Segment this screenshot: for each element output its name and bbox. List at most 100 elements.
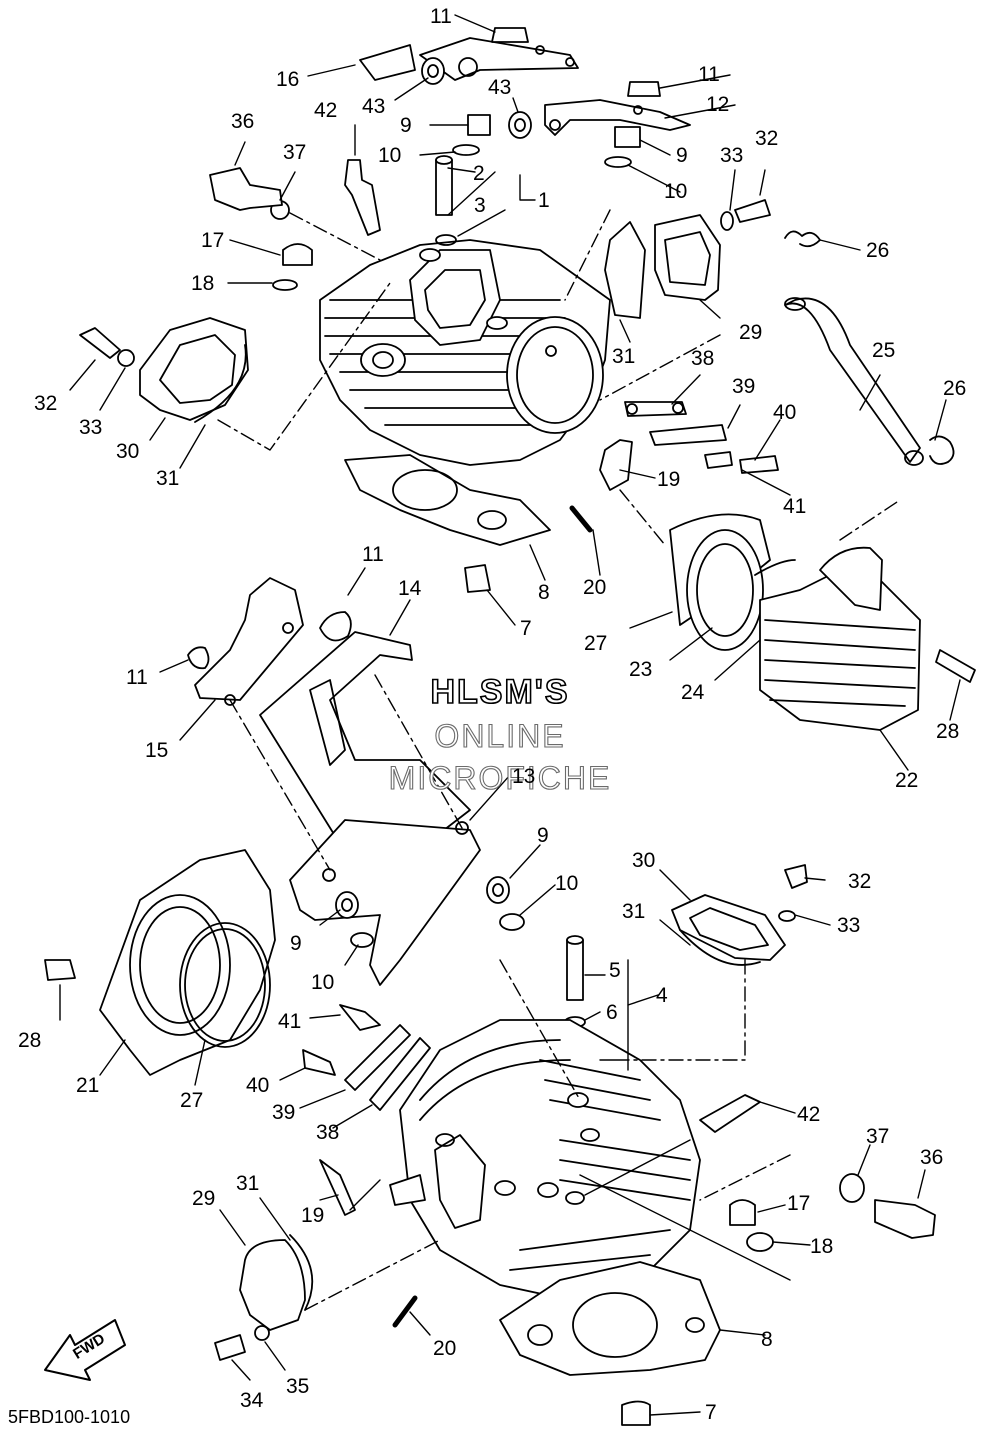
watermark-line-1: HLSM'S: [430, 673, 570, 711]
lower-right-cover: [671, 864, 808, 966]
leader-lines: [59, 14, 961, 1416]
callout-number: 39: [732, 375, 756, 398]
callout-number: 43: [362, 95, 386, 118]
callout-number: 36: [231, 110, 255, 133]
drawing-code: 5FBD100-1010: [8, 1407, 131, 1427]
callout-number: 11: [126, 666, 148, 689]
lower-left-brackets: [302, 1004, 431, 1216]
callout-number: 21: [76, 1074, 100, 1097]
lower-gasket-set: [392, 1261, 721, 1426]
callout-number: 7: [520, 617, 532, 640]
callout-number: 10: [664, 180, 688, 203]
front-cylinder-head: [389, 1019, 701, 1301]
callout-number: 43: [488, 76, 512, 99]
callout-number: 42: [797, 1103, 821, 1126]
callout-number: 31: [612, 345, 636, 368]
callout-number: 33: [837, 914, 861, 937]
callout-number: 14: [398, 577, 422, 600]
callout-number: 38: [316, 1121, 340, 1144]
callout-number: 39: [272, 1101, 296, 1124]
callout-number: 12: [706, 93, 730, 116]
upper-guides-plugs: [79, 155, 457, 359]
upper-left-cover: [139, 317, 249, 423]
callout-number: 9: [290, 932, 302, 955]
callout-number: 13: [512, 765, 536, 788]
callout-number: 15: [145, 739, 169, 762]
callout-number: 33: [720, 144, 744, 167]
callout-number: 24: [681, 681, 705, 704]
callout-number: 11: [698, 63, 720, 86]
callout-number: 11: [430, 5, 452, 28]
upper-right-brackets: [599, 401, 779, 491]
callout-number: 34: [240, 1389, 264, 1412]
fwd-arrow-icon: [44, 1319, 126, 1381]
upper-gasket-set: [344, 454, 593, 593]
callout-number: 9: [400, 114, 412, 137]
callout-number: 18: [191, 272, 215, 295]
watermark-line-2: ONLINE: [434, 718, 566, 754]
callout-number: 9: [676, 144, 688, 167]
callout-number: 28: [936, 720, 960, 743]
callout-number: 32: [34, 392, 58, 415]
callout-number: 4: [656, 984, 668, 1007]
callout-number: 5: [609, 959, 621, 982]
lower-right-hardware: [699, 1094, 936, 1252]
callout-number: 25: [872, 339, 896, 362]
callout-number: 18: [810, 1235, 834, 1258]
callout-number: 40: [773, 401, 797, 424]
front-cylinder-cover: [44, 849, 276, 1076]
callout-number: 22: [895, 769, 919, 792]
middle-hardware: [335, 876, 525, 948]
callout-number: 31: [156, 467, 180, 490]
callout-number: 2: [473, 162, 485, 185]
callout-number: 3: [474, 194, 486, 217]
callout-number: 36: [920, 1146, 944, 1169]
middle-brackets: [187, 577, 481, 986]
callout-number: 10: [311, 971, 335, 994]
callout-number: 19: [301, 1204, 325, 1227]
breather-hose: [784, 230, 955, 466]
callout-number: 7: [705, 1401, 717, 1424]
cylinder-assembly: [669, 513, 976, 731]
callout-number: 10: [555, 872, 579, 895]
callout-number: 20: [433, 1337, 457, 1360]
upper-engine-brackets: [359, 37, 691, 136]
callout-number: 41: [783, 495, 807, 518]
callout-number: 41: [278, 1010, 302, 1033]
callout-number: 30: [632, 849, 656, 872]
callout-number: 27: [584, 632, 608, 655]
callout-number: 26: [943, 377, 967, 400]
callout-number: 32: [755, 127, 779, 150]
callout-number: 42: [314, 99, 338, 122]
callout-number: 10: [378, 144, 402, 167]
callout-number: 31: [622, 900, 646, 923]
callout-number: 17: [201, 229, 225, 252]
callout-number: 6: [606, 1001, 618, 1024]
callout-number: 31: [236, 1172, 260, 1195]
callout-number: 29: [739, 321, 763, 344]
watermark-line-3: MICROFICHE: [388, 760, 612, 796]
callout-number: 23: [629, 658, 653, 681]
callout-number: 17: [787, 1192, 811, 1215]
callout-number: 37: [283, 141, 307, 164]
callout-number: 16: [276, 68, 300, 91]
upper-small-hardware: [117, 27, 734, 367]
callout-number: 29: [192, 1187, 216, 1210]
callout-number: 19: [657, 468, 681, 491]
callout-number: 32: [848, 870, 872, 893]
rear-cylinder-head: [319, 239, 611, 466]
callout-number: 27: [180, 1089, 204, 1112]
callout-number: 37: [866, 1125, 890, 1148]
callout-number: 30: [116, 440, 140, 463]
callout-number: 38: [691, 347, 715, 370]
callout-number: 9: [537, 824, 549, 847]
callout-number: 35: [286, 1375, 310, 1398]
callout-number: 11: [362, 543, 384, 566]
lower-left-cover: [214, 1234, 314, 1361]
upper-right-cover: [604, 199, 771, 319]
callout-number: 1: [538, 189, 550, 212]
callout-number: 33: [79, 416, 103, 439]
callout-number: 8: [761, 1328, 773, 1351]
